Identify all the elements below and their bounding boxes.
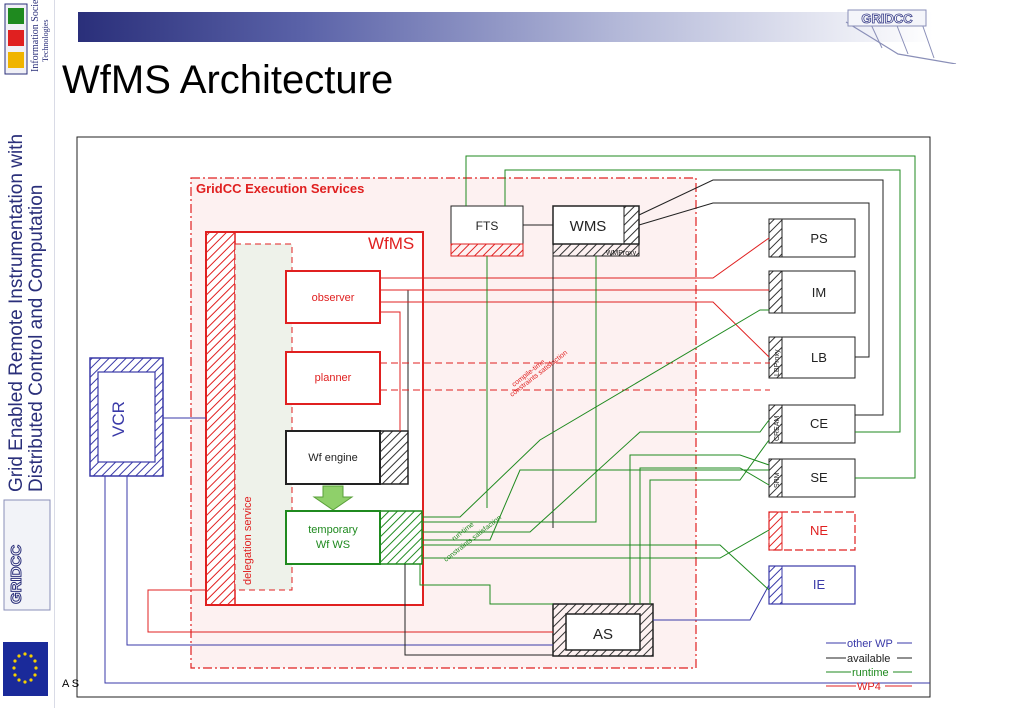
legend: other WP available runtime WP4: [826, 638, 912, 693]
ce-label: CE: [810, 416, 828, 431]
planner-box: [285, 351, 381, 405]
se-label: SE: [810, 470, 828, 485]
legend-wp4: WP4: [857, 681, 881, 693]
wfms-hatch: [205, 231, 236, 606]
down-arrow-icon: [312, 485, 354, 511]
wms-label: WMS: [570, 218, 607, 235]
ie-box: [768, 565, 856, 605]
temporary-wf-ws-hatch: [379, 510, 423, 565]
as-label: AS: [593, 626, 613, 643]
execution-services-label: GridCC Execution Services: [196, 181, 364, 196]
fts-label: FTS: [476, 219, 499, 233]
wfms-label: WfMS: [368, 234, 414, 253]
connector-lines: [104, 155, 930, 684]
fts-hatch: [450, 243, 524, 257]
wmproxy-label: WMProxy: [606, 250, 637, 257]
legend-available: available: [847, 653, 890, 665]
ps-label: PS: [810, 231, 828, 246]
ist-logo-red: [8, 30, 24, 46]
ist-logo-green: [8, 8, 24, 24]
ce-box: [768, 404, 856, 444]
gridcc-logo: GRIDCC: [845, 9, 957, 64]
legend-other-wp: other WP: [847, 638, 893, 650]
observer-box: [285, 270, 381, 324]
svg-text:GRIDCC: GRIDCC: [861, 11, 913, 26]
footer-note: A S: [62, 678, 80, 690]
sidebar-graphics: [3, 3, 51, 696]
lb-box: [768, 336, 856, 379]
ne-label: NE: [810, 523, 828, 538]
temporary-wf-ws-label-2: Wf WS: [316, 539, 350, 551]
lbproxy-label: LBProxy: [774, 349, 781, 376]
top-banner: GRIDCC: [54, 0, 1023, 64]
ne-box: [768, 511, 856, 551]
temporary-wf-ws-box: [285, 510, 381, 565]
wf-engine-label: Wf engine: [308, 452, 358, 464]
legend-runtime: runtime: [852, 667, 889, 679]
wf-engine-hatch: [379, 430, 409, 485]
temporary-wf-ws-label-1: temporary: [308, 524, 358, 536]
vcr-label: VCR: [109, 401, 128, 437]
im-label: IM: [812, 285, 826, 300]
banner-gradient: [78, 12, 978, 42]
ist-logo-yellow: [8, 52, 24, 68]
sidebar: Information Society Technologies Grid En…: [0, 0, 55, 708]
srm-label: SRM: [774, 472, 781, 488]
planner-label: planner: [315, 372, 352, 384]
ps-box: [768, 218, 856, 258]
wf-engine-box: [285, 430, 381, 485]
lb-label: LB: [811, 350, 827, 365]
eu-flag-icon: [3, 642, 48, 696]
ie-label: IE: [813, 577, 826, 592]
fts-box: [450, 205, 524, 245]
observer-label: observer: [312, 292, 355, 304]
delegation-service-box: [234, 243, 293, 591]
cream-label: CREAM: [774, 416, 781, 441]
delegation-service-label: delegation service: [242, 496, 254, 585]
im-box: [768, 270, 856, 314]
slide-title: WfMS Architecture: [62, 58, 394, 102]
